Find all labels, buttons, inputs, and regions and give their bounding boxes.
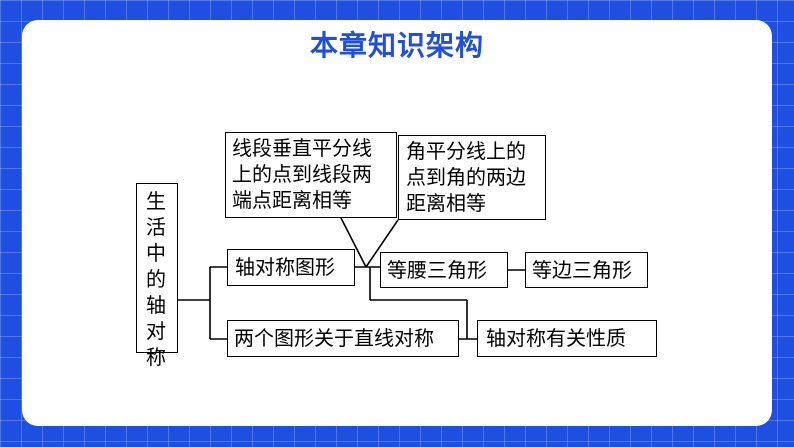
- segment-bisector-line: 线段垂直平分线: [232, 136, 372, 160]
- root-node-box: 生 活 中 的 轴 对 称: [136, 183, 178, 369]
- root-char: 对: [146, 319, 166, 343]
- page-title: 本章知识架构: [309, 29, 484, 62]
- root-char: 生: [146, 189, 166, 213]
- angbis-link-line: [365, 219, 399, 268]
- root-char: 轴: [146, 293, 166, 317]
- angle-bisector-node: 角平分线上的 点到角的两边 距离相等: [398, 135, 546, 220]
- angle-bisector-line: 角平分线上的: [406, 139, 526, 163]
- segbis-link-line: [340, 217, 367, 268]
- segment-bisector-node: 线段垂直平分线 上的点到线段两 端点距离相等: [225, 132, 397, 218]
- isosceles-triangle-node: 等腰三角形: [380, 252, 508, 288]
- properties-node: 轴对称有关性质: [477, 320, 657, 357]
- axis-figure-node: 轴对称图形: [227, 249, 355, 286]
- root-char: 的: [146, 267, 166, 291]
- mirror-figures-node: 两个图形关于直线对称: [227, 320, 459, 357]
- root-char: 活: [146, 215, 166, 239]
- angle-bisector-line: 距离相等: [406, 191, 486, 215]
- angle-bisector-line: 点到角的两边: [406, 165, 526, 189]
- root-char: 称: [146, 345, 166, 369]
- root-char: 中: [146, 241, 166, 265]
- equilateral-triangle-node: 等边三角形: [525, 252, 648, 288]
- segment-bisector-line: 上的点到线段两: [232, 162, 372, 186]
- segment-bisector-line: 端点距离相等: [232, 188, 352, 212]
